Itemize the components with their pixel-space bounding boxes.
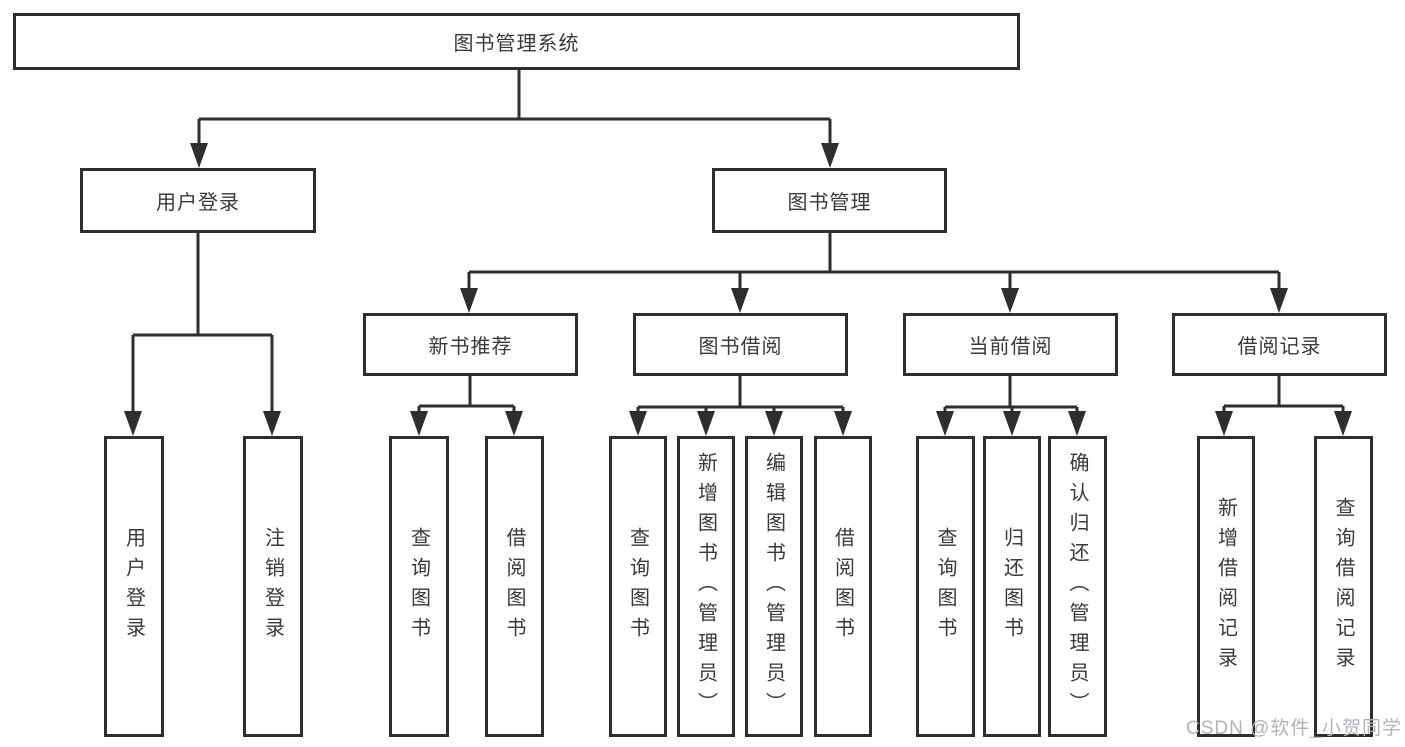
leaf-borrowing-add-books-admin-label: 新增图书（管理员） (694, 451, 717, 722)
leaf-borrowing-query-books: 查询图书 (609, 436, 667, 737)
leaf-user-login-label: 用户登录 (122, 526, 145, 647)
leaf-logout-label: 注销登录 (261, 526, 284, 647)
leaf-borrowing-query-books-label: 查询图书 (626, 526, 649, 647)
node-borrow-records: 借阅记录 (1172, 313, 1387, 376)
node-book-management: 图书管理 (712, 168, 947, 233)
leaf-borrowing-add-books-admin: 新增图书（管理员） (677, 436, 735, 737)
leaf-recommend-query-books: 查询图书 (389, 436, 449, 737)
leaf-borrowing-edit-books-admin-label: 编辑图书（管理员） (762, 451, 785, 722)
leaf-records-add-record: 新增借阅记录 (1197, 436, 1255, 737)
leaf-borrowing-edit-books-admin: 编辑图书（管理员） (745, 436, 803, 737)
leaf-records-query-record: 查询借阅记录 (1314, 436, 1373, 737)
leaf-current-return-books-label: 归还图书 (1000, 526, 1023, 647)
leaf-records-add-record-label: 新增借阅记录 (1214, 496, 1237, 677)
node-user-login-label: 用户登录 (156, 192, 240, 214)
leaf-logout: 注销登录 (243, 436, 303, 737)
leaf-current-confirm-return-admin-label: 确认归还（管理员） (1066, 451, 1088, 722)
leaf-current-query-books: 查询图书 (916, 436, 975, 737)
node-book-borrowing: 图书借阅 (633, 313, 848, 376)
leaf-borrowing-borrow-books: 借阅图书 (814, 436, 872, 737)
node-library-system: 图书管理系统 (13, 13, 1020, 70)
leaf-current-return-books: 归还图书 (983, 436, 1041, 737)
node-library-system-label: 图书管理系统 (453, 33, 580, 55)
leaf-user-login: 用户登录 (104, 436, 164, 737)
leaf-current-query-books-label: 查询图书 (934, 526, 956, 647)
leaf-recommend-borrow-books-label: 借阅图书 (503, 526, 525, 647)
node-current-borrowing: 当前借阅 (903, 313, 1118, 376)
leaf-borrowing-borrow-books-label: 借阅图书 (831, 526, 854, 647)
node-current-borrowing-label: 当前借阅 (968, 336, 1053, 358)
node-borrow-records-label: 借阅记录 (1237, 336, 1322, 358)
leaf-recommend-query-books-label: 查询图书 (407, 526, 430, 647)
leaf-records-query-record-label: 查询借阅记录 (1332, 496, 1354, 677)
node-book-borrowing-label: 图书借阅 (698, 336, 783, 358)
leaf-recommend-borrow-books: 借阅图书 (485, 436, 544, 737)
node-new-book-recommend: 新书推荐 (363, 313, 578, 376)
node-user-login: 用户登录 (80, 168, 316, 233)
node-new-book-recommend-label: 新书推荐 (428, 336, 513, 358)
leaf-current-confirm-return-admin: 确认归还（管理员） (1048, 436, 1107, 737)
node-book-management-label: 图书管理 (787, 192, 872, 214)
